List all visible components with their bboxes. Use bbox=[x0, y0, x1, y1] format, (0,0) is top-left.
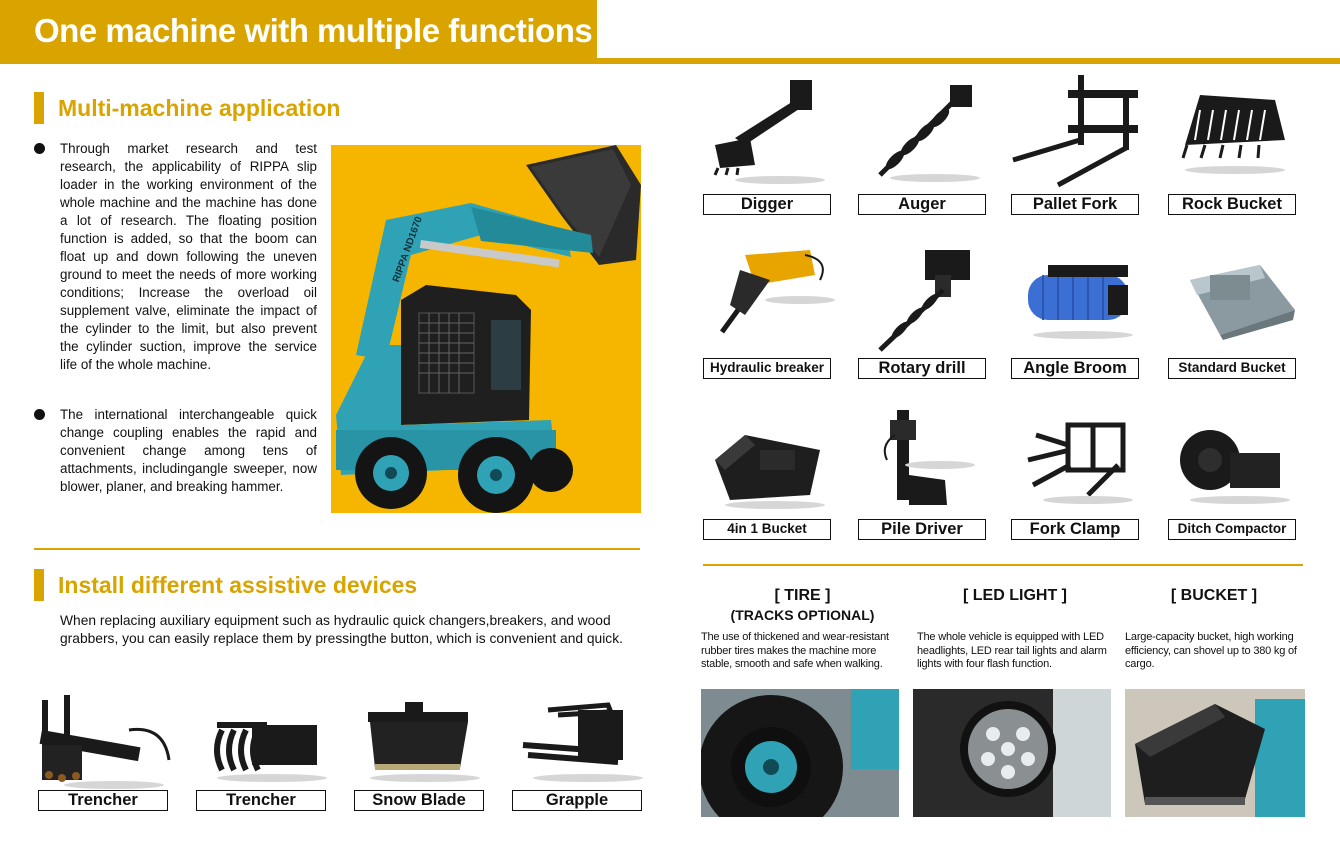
ditch-compactor-icon bbox=[1180, 430, 1290, 504]
tire-illustration bbox=[701, 689, 899, 817]
attachment-digger: Digger bbox=[700, 70, 835, 218]
bullet-text: The international interchangeable quick … bbox=[60, 407, 317, 494]
bullet-item: The international interchangeable quick … bbox=[34, 406, 317, 496]
led-light-illustration bbox=[913, 689, 1111, 817]
attachment-rock-bucket: Rock Bucket bbox=[1165, 70, 1300, 218]
bullet-dot bbox=[34, 143, 45, 154]
fork-clamp-icon bbox=[1027, 422, 1133, 504]
features-divider bbox=[703, 564, 1303, 566]
feature-title-bucket: [ BUCKET ] bbox=[1170, 587, 1258, 604]
hero-skid-steer-image: RIPPA ND1670 bbox=[331, 145, 641, 513]
attachment-snow-blade: Snow Blade bbox=[350, 690, 490, 815]
digger-icon bbox=[713, 80, 825, 184]
attachment-pile-driver: Pile Driver bbox=[855, 405, 990, 545]
attachment-label: 4in 1 Bucket bbox=[703, 519, 831, 540]
trencher-rake-icon bbox=[214, 722, 327, 782]
attachment-label: Fork Clamp bbox=[1011, 519, 1139, 540]
attachment-label: Trencher bbox=[196, 790, 326, 811]
attachment-label: Auger bbox=[858, 194, 986, 215]
header-rule bbox=[597, 58, 1340, 64]
angle-broom-icon bbox=[1028, 265, 1133, 339]
assistive-paragraph: When replacing auxiliary equipment such … bbox=[60, 613, 623, 646]
attachment-label: Snow Blade bbox=[354, 790, 484, 811]
standard-bucket-icon bbox=[1190, 265, 1295, 340]
attachment-pallet-fork: Pallet Fork bbox=[1008, 70, 1143, 218]
attachment-label: Pallet Fork bbox=[1011, 194, 1139, 215]
bucket-illustration bbox=[1125, 689, 1305, 817]
feature-description-bucket: Large-capacity bucket, high working effi… bbox=[1125, 631, 1297, 670]
attachment-angle-broom: Angle Broom bbox=[1008, 240, 1143, 382]
trencher-icon bbox=[39, 695, 171, 789]
bullet-item: Through market research and test researc… bbox=[34, 140, 317, 374]
bullet-dot bbox=[34, 409, 45, 420]
section-assistive-heading: Install different assistive devices bbox=[34, 569, 417, 601]
pallet-fork-icon bbox=[1012, 75, 1138, 188]
section-divider bbox=[34, 548, 640, 550]
feature-description-led: The whole vehicle is equipped with LED h… bbox=[917, 631, 1107, 670]
tire-photo bbox=[701, 689, 899, 817]
attachment-label: Rock Bucket bbox=[1168, 194, 1296, 215]
page-title: One machine with multiple functions bbox=[34, 12, 593, 49]
attachment-auger: Auger bbox=[855, 70, 990, 218]
attachment-4in1-bucket: 4in 1 Bucket bbox=[700, 405, 835, 545]
attachment-label: Ditch Compactor bbox=[1168, 519, 1296, 540]
attachment-label: Pile Driver bbox=[858, 519, 986, 540]
attachment-hydraulic-breaker: Hydraulic breaker bbox=[700, 240, 835, 382]
section-multi-machine-heading: Multi-machine application bbox=[34, 92, 340, 124]
attachment-label: Angle Broom bbox=[1011, 358, 1139, 379]
attachment-label: Digger bbox=[703, 194, 831, 215]
attachment-rotary-drill: Rotary drill bbox=[855, 240, 990, 382]
attachment-label: Trencher bbox=[38, 790, 168, 811]
pile-driver-icon bbox=[883, 410, 975, 505]
feature-title-tire: [ TIRE ] bbox=[774, 587, 831, 604]
feature-title-led: [ LED LIGHT ] bbox=[963, 587, 1067, 604]
attachment-grapple: Grapple bbox=[508, 690, 648, 815]
hydraulic-breaker-icon bbox=[719, 250, 835, 334]
grapple-icon bbox=[522, 702, 643, 782]
auger-icon bbox=[878, 85, 980, 182]
attachment-standard-bucket: Standard Bucket bbox=[1165, 240, 1300, 382]
attachment-fork-clamp: Fork Clamp bbox=[1008, 405, 1143, 545]
feature-subtitle-tire: (TRACKS OPTIONAL) bbox=[730, 607, 875, 623]
attachment-label: Standard Bucket bbox=[1168, 358, 1296, 379]
attachment-trencher: Trencher bbox=[34, 690, 174, 815]
section-title: Install different assistive devices bbox=[58, 571, 418, 598]
feature-description-tire: The use of thickened and wear-resistant … bbox=[701, 631, 889, 670]
four-in-one-bucket-icon bbox=[715, 435, 825, 509]
snow-blade-icon bbox=[368, 702, 480, 782]
bullet-text: Through market research and test researc… bbox=[60, 141, 317, 372]
section-title: Multi-machine application bbox=[58, 94, 341, 121]
attachment-ditch-compactor: Ditch Compactor bbox=[1165, 405, 1300, 545]
bucket-photo bbox=[1125, 689, 1305, 817]
header-band bbox=[0, 0, 597, 64]
attachment-trencher-rake: Trencher bbox=[192, 690, 332, 815]
skid-steer-illustration bbox=[336, 145, 641, 513]
rock-bucket-icon bbox=[1181, 95, 1285, 174]
led-light-photo bbox=[913, 689, 1111, 817]
rotary-drill-icon bbox=[878, 250, 970, 352]
section-accent-bar bbox=[34, 92, 44, 124]
attachment-label: Grapple bbox=[512, 790, 642, 811]
attachment-label: Hydraulic breaker bbox=[703, 358, 831, 379]
section-accent-bar bbox=[34, 569, 44, 601]
attachment-label: Rotary drill bbox=[858, 358, 986, 379]
